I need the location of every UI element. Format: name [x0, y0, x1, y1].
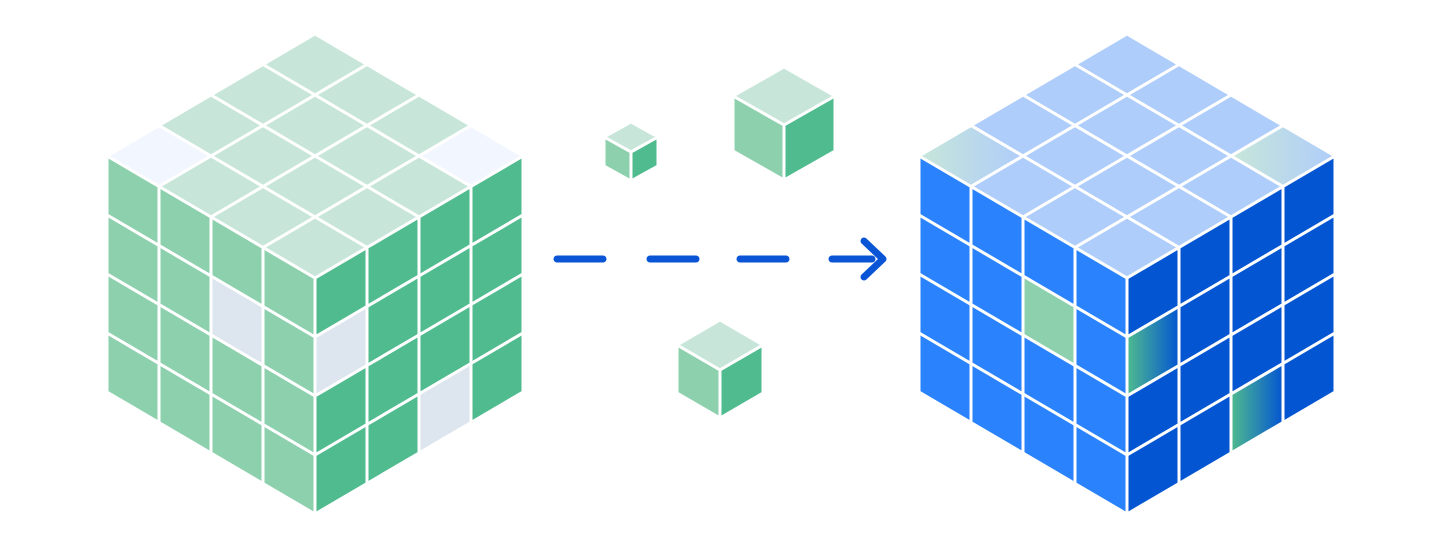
small-cube-1: [602, 120, 660, 183]
small-cube-2: [731, 65, 837, 182]
cube-cell-right: [782, 94, 837, 182]
dashed-arrow-right-icon: [553, 237, 887, 281]
cube-cell-right: [629, 135, 660, 183]
left-cube-icon: [105, 32, 525, 516]
cube-cell-right: [718, 343, 765, 420]
cube-cell-right: [469, 331, 525, 424]
cube-cell-right: [1281, 331, 1337, 424]
small-cubes-group: [602, 65, 837, 420]
small-cube-3: [675, 318, 765, 420]
arrow-head: [860, 237, 887, 281]
right-cube-icon: [917, 32, 1337, 516]
